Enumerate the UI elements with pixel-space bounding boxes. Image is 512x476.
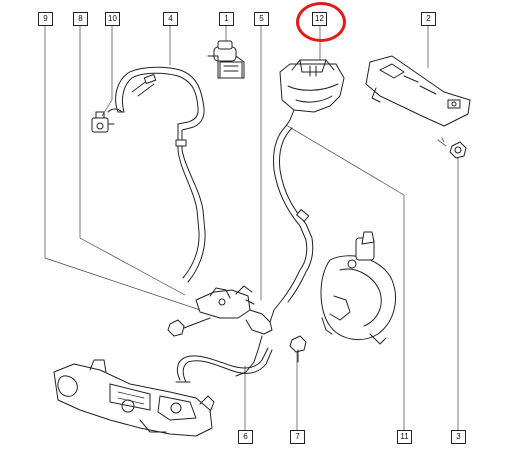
part-9-bolt xyxy=(167,317,211,337)
callout-4: 4 xyxy=(163,12,178,26)
leader-line-8 xyxy=(79,24,186,296)
part-7-bolt xyxy=(289,335,307,363)
callout-5: 5 xyxy=(254,12,269,26)
part-1-sensor xyxy=(207,40,245,79)
callout-8: 8 xyxy=(73,12,88,26)
leader-line-11 xyxy=(285,124,405,441)
callout-2: 2 xyxy=(421,12,436,26)
engine-egr-assembly xyxy=(53,359,215,437)
leader-line-9 xyxy=(44,24,216,316)
callout-11: 11 xyxy=(397,430,412,444)
part-4-hose xyxy=(107,66,206,283)
callout-7: 7 xyxy=(290,430,305,444)
leader-line-10 xyxy=(101,24,113,117)
callout-3: 3 xyxy=(451,430,466,444)
part-11-hose xyxy=(273,125,314,303)
callout-12: 12 xyxy=(312,12,327,26)
part-10-clip xyxy=(91,111,115,133)
part-3-nut xyxy=(437,137,467,159)
leader-lines xyxy=(44,24,459,441)
vacuum-pump xyxy=(320,231,396,345)
callout-10: 10 xyxy=(105,12,120,26)
part-6-hose xyxy=(175,347,273,383)
part-2-bracket xyxy=(365,55,471,127)
callout-6: 6 xyxy=(238,430,253,444)
callout-1: 1 xyxy=(219,12,234,26)
part-12-reservoir xyxy=(279,59,345,127)
callout-9: 9 xyxy=(38,12,53,26)
highlight-circle xyxy=(296,2,346,42)
part-5-pipe-assembly xyxy=(195,285,283,377)
